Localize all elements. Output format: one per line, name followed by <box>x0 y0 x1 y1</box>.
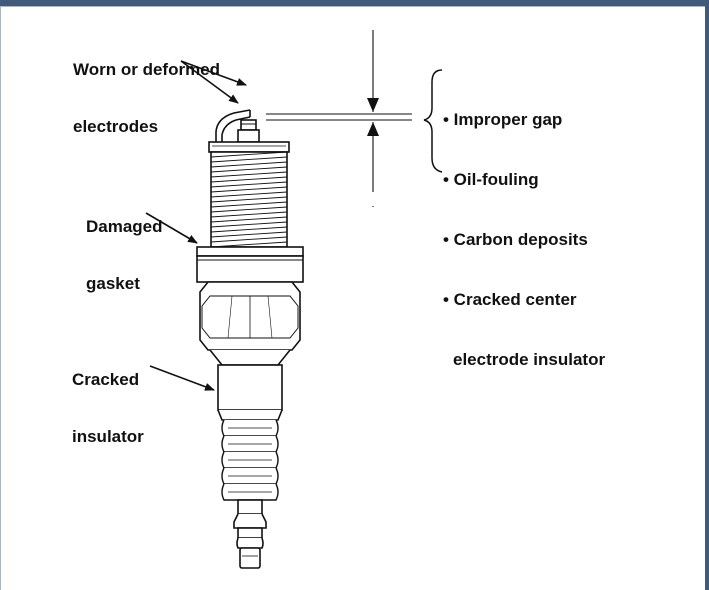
worn-arrow-1 <box>180 60 239 104</box>
insulator-ribs <box>221 419 279 501</box>
conditions-brace <box>423 69 443 173</box>
gap-arrowhead-down <box>367 98 379 112</box>
gasket <box>196 246 304 283</box>
hex-nut <box>199 281 301 351</box>
worn-electrodes-label: Worn or deformed electrodes <box>73 22 220 174</box>
cracked-insulator-label: Cracked insulator <box>72 332 144 484</box>
worn-electrodes-label-line1: Worn or deformed <box>73 60 221 79</box>
damaged-gasket-label: Damaged gasket <box>86 179 163 331</box>
window-top-line <box>0 6 709 7</box>
spark-plug-illustration <box>196 109 304 569</box>
threaded-section <box>210 151 288 248</box>
insulator-arrow <box>149 365 215 391</box>
window-right-border <box>705 6 709 590</box>
worn-arrow-2 <box>180 60 247 86</box>
cracked-insulator-label-line1: Cracked <box>72 370 140 389</box>
pointer-arrows <box>145 60 247 391</box>
worn-electrodes-label-line2: electrodes <box>73 117 159 136</box>
center-electrode <box>237 119 260 143</box>
insulator-body <box>217 364 283 411</box>
shell-top <box>208 141 290 153</box>
condition-item-continuation: electrode insulator <box>453 350 606 369</box>
window-top-bar <box>0 0 709 6</box>
cracked-insulator-label-line2: insulator <box>72 427 144 446</box>
condition-item: • Carbon deposits <box>443 230 588 249</box>
damaged-gasket-label-line2: gasket <box>86 274 140 293</box>
ground-electrode <box>215 109 251 147</box>
gasket-arrow <box>145 212 198 244</box>
condition-item: • Cracked center <box>443 290 577 309</box>
gap-measurement <box>266 30 412 210</box>
condition-item: • Improper gap <box>443 110 563 129</box>
damaged-gasket-label-line1: Damaged <box>86 217 163 236</box>
shell-neck <box>209 349 291 366</box>
condition-item: • Oil-fouling <box>443 170 539 189</box>
terminal <box>233 499 267 569</box>
gap-arrowhead-up <box>367 122 379 136</box>
gap-conditions-list: • Improper gap • Oil-fouling • Carbon de… <box>443 70 605 410</box>
window-left-border <box>0 6 1 590</box>
